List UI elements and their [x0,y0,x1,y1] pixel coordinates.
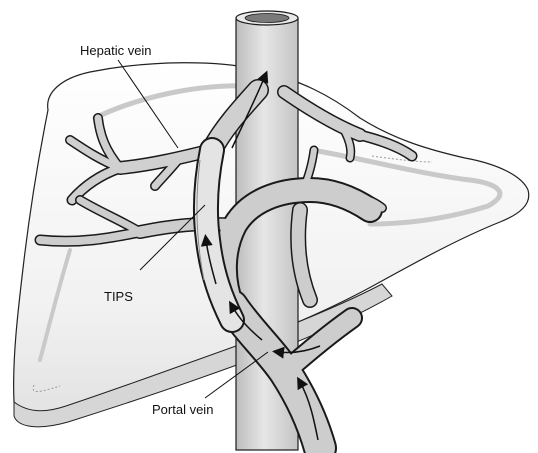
tips-label: TIPS [104,289,133,304]
portal-vein-label: Portal vein [152,402,213,417]
hepatic-vein-label: Hepatic vein [80,43,152,58]
